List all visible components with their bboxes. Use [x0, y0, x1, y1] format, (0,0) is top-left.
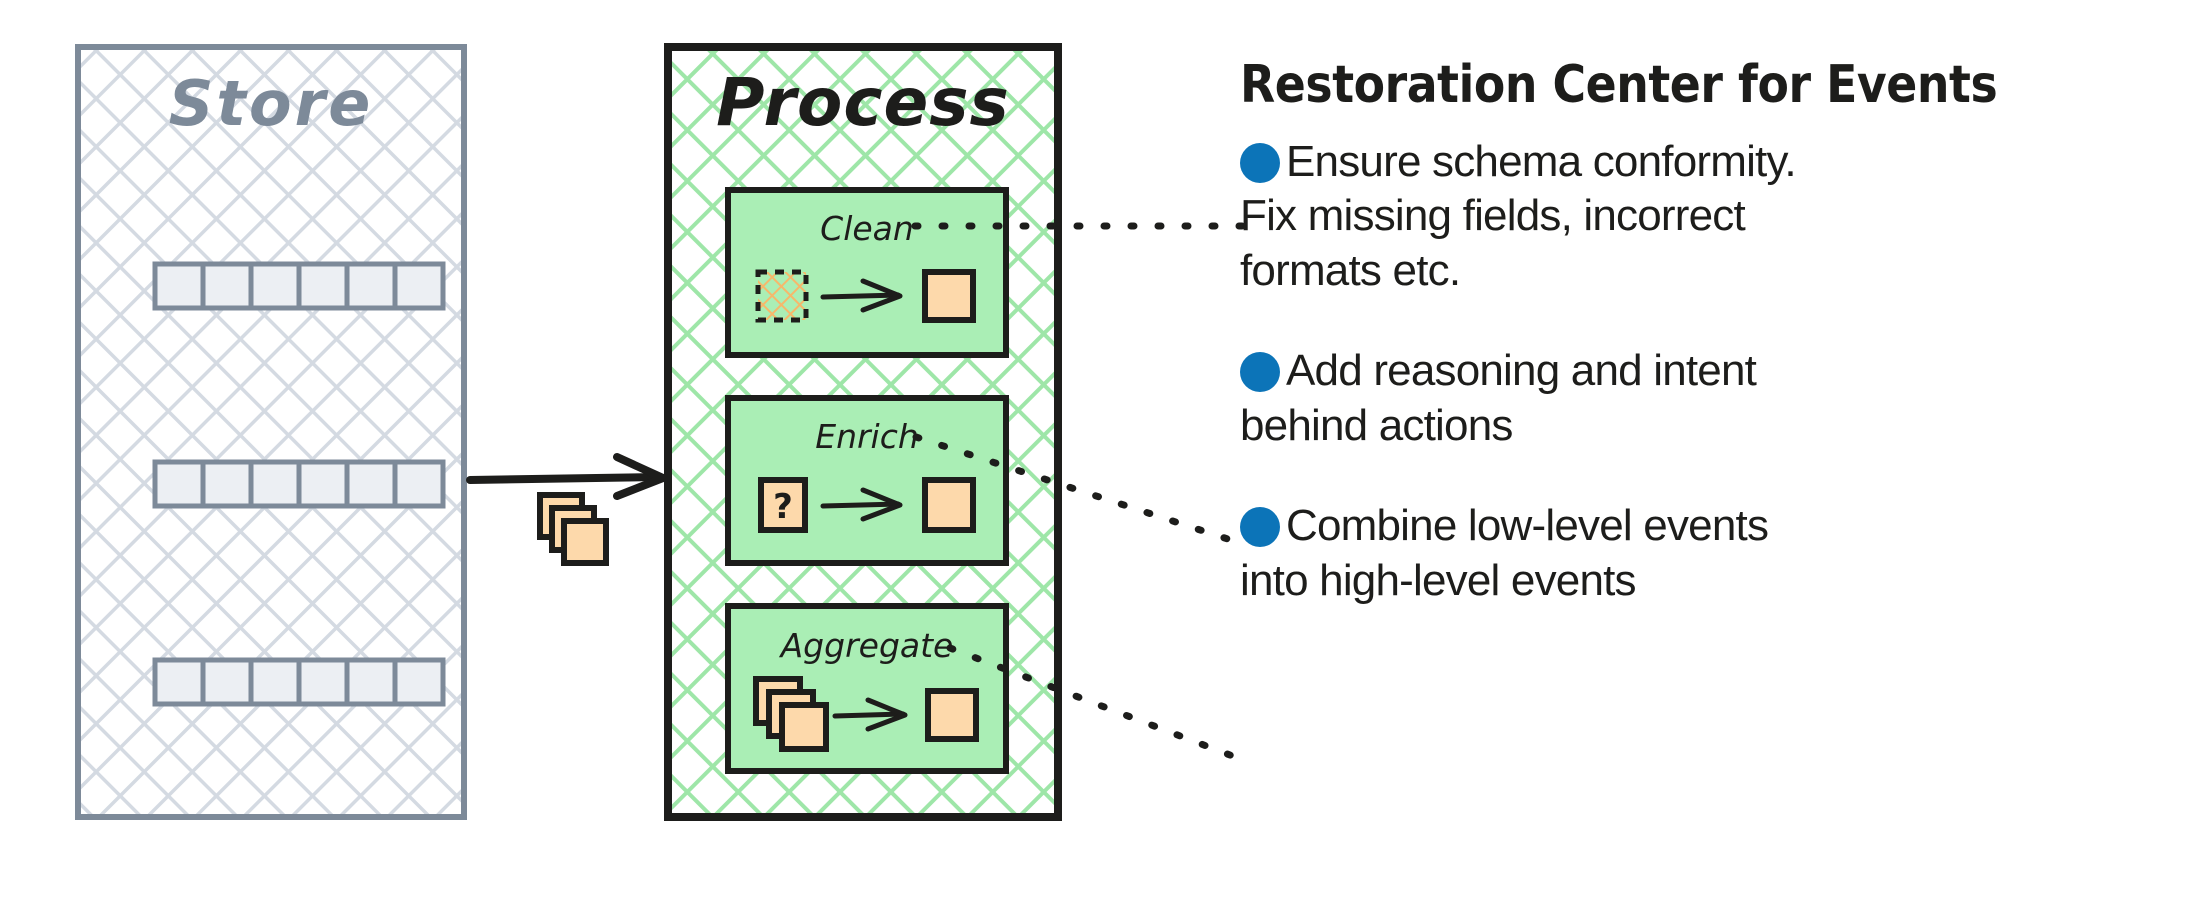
store-row	[152, 261, 446, 311]
arrow-shaft	[466, 473, 664, 484]
process-label: Process	[716, 64, 1010, 141]
bullet-dot-icon	[1240, 142, 1280, 183]
stage-label-enrich: Enrich	[815, 417, 919, 456]
store-container: Store	[75, 44, 467, 820]
clean-square-icon	[922, 269, 976, 323]
bullet-line: Add reasoning and intent	[1286, 346, 1757, 396]
stack-square	[779, 702, 829, 752]
arrow-shaft	[832, 711, 906, 719]
bullet-text-1: Ensure schema conformity.Fix missing fie…	[1240, 137, 2170, 299]
store-cell	[248, 261, 302, 311]
bullet-line: Fix missing fields, incorrect	[1240, 191, 1746, 241]
dirty-hatched-square-icon	[755, 269, 809, 323]
store-cell	[296, 657, 350, 707]
question-glyph: ?	[773, 487, 793, 527]
process-stage-clean: Clean	[725, 187, 1009, 358]
process-container: Process Clean Enrich	[664, 43, 1062, 821]
restoration-center-panel: Restoration Center for Events Ensure sch…	[1240, 58, 2170, 608]
store-cell	[392, 657, 446, 707]
bullet-dot-icon	[1240, 507, 1280, 548]
store-cell	[392, 459, 446, 509]
arrow-head	[860, 487, 903, 522]
arrow-head	[860, 278, 903, 313]
bullet-line: formats etc.	[1240, 245, 1461, 295]
bullet-dot-icon	[1240, 352, 1280, 393]
dirty-square	[755, 269, 809, 323]
list-item: Ensure schema conformity.Fix missing fie…	[1240, 135, 2170, 299]
store-cell	[296, 459, 350, 509]
store-cell	[152, 261, 206, 311]
store-cell	[344, 657, 398, 707]
page-title: Restoration Center for Events	[1240, 55, 1998, 115]
arrow-right-icon	[832, 697, 908, 732]
store-cell	[248, 657, 302, 707]
stage-label-clean: Clean	[820, 209, 914, 248]
bullet-list: Ensure schema conformity.Fix missing fie…	[1240, 135, 2170, 609]
aggregated-square-icon	[925, 688, 979, 742]
event-card	[561, 518, 609, 566]
stacked-event-cards-icon	[537, 492, 609, 566]
connector-enrich-to-bullet-2	[912, 433, 1247, 548]
stacked-squares-icon	[753, 676, 829, 752]
arrow-head	[613, 453, 667, 500]
store-to-process-arrow	[466, 453, 667, 500]
question-mark-square-icon: ?	[758, 477, 808, 533]
store-cell	[344, 459, 398, 509]
store-cell	[296, 261, 350, 311]
connector-aggregate-to-bullet-3	[946, 644, 1247, 764]
stage-label-aggregate: Aggregate	[779, 626, 954, 665]
store-cell	[248, 459, 302, 509]
enriched-square-icon	[922, 477, 976, 533]
store-cell	[152, 657, 206, 707]
arrow-head	[865, 697, 908, 732]
process-stage-aggregate: Aggregate	[725, 603, 1009, 774]
arrow-shaft	[820, 292, 901, 300]
bullet-line: behind actions	[1240, 400, 1513, 450]
store-label: Store	[169, 67, 374, 140]
bullet-line: Combine low-level events	[1286, 501, 1769, 551]
store-cell	[200, 261, 254, 311]
arrow-right-icon	[820, 278, 903, 313]
store-cell	[200, 657, 254, 707]
store-row	[152, 459, 446, 509]
store-cell	[200, 459, 254, 509]
process-stage-enrich: Enrich ?	[725, 395, 1009, 566]
arrow-right-icon	[820, 487, 903, 522]
store-cell	[392, 261, 446, 311]
question-square	[758, 477, 808, 533]
bullet-line: into high-level events	[1240, 555, 1637, 605]
bullet-line: Ensure schema conformity.	[1286, 136, 1797, 186]
arrow-shaft	[820, 501, 901, 509]
store-cell	[344, 261, 398, 311]
store-row	[152, 657, 446, 707]
store-cell	[152, 459, 206, 509]
